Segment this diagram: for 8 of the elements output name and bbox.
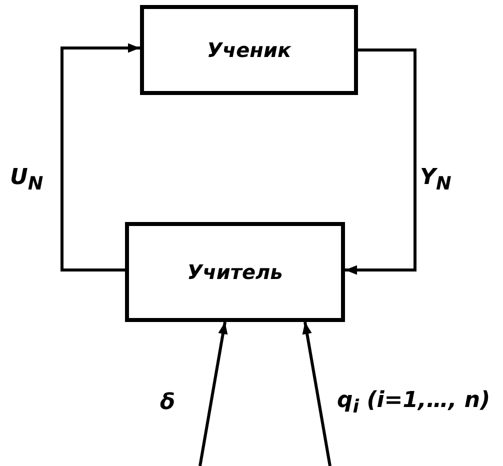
process-box	[140, 5, 358, 95]
arrow	[60, 43, 140, 272]
arrow	[302, 322, 332, 466]
box-label: Ученик	[206, 38, 292, 62]
arrow	[345, 48, 416, 275]
box-label: Учитель	[187, 260, 283, 284]
process-box	[125, 222, 345, 322]
arrow	[198, 322, 228, 466]
